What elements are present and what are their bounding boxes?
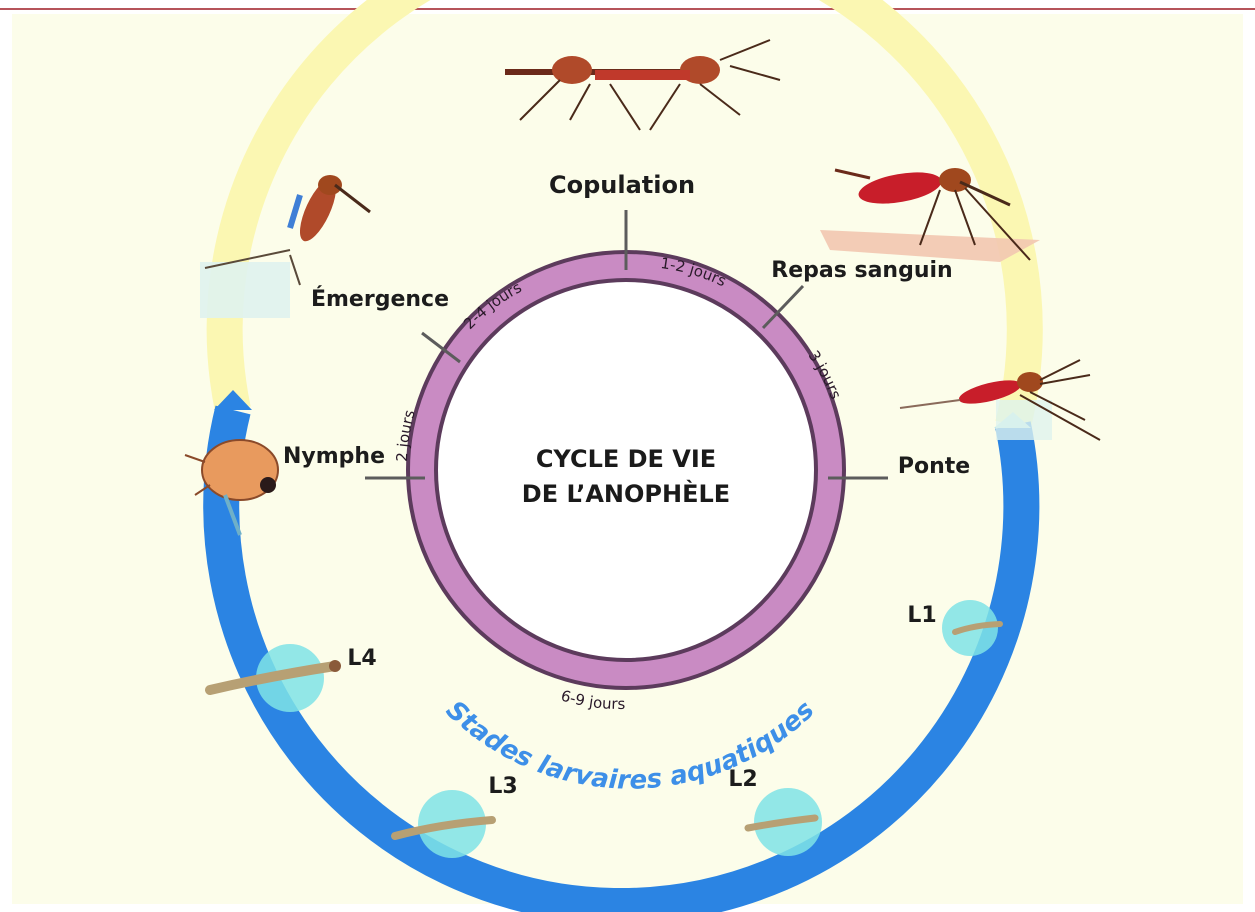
stage-l1: L1 <box>907 603 936 628</box>
stage-nymphe: Nymphe <box>283 444 385 469</box>
duration-ponte-nymphe: 6-9 jours <box>559 687 626 713</box>
cycle-title-line1: CYCLE DE VIE <box>536 445 716 473</box>
emergence-highlight <box>200 262 290 318</box>
stage-emergence: Émergence <box>311 286 449 312</box>
mosquito-icon <box>505 40 780 130</box>
cycle-title-line2: DE L’ANOPHÈLE <box>522 479 730 508</box>
stage-ponte: Ponte <box>898 454 970 479</box>
stage-l4: L4 <box>347 646 376 671</box>
stage-l3: L3 <box>488 774 517 799</box>
stage-copulation: Copulation <box>549 171 695 199</box>
stage-repas-sanguin: Repas sanguin <box>771 258 952 283</box>
ponte-highlight <box>996 400 1052 440</box>
